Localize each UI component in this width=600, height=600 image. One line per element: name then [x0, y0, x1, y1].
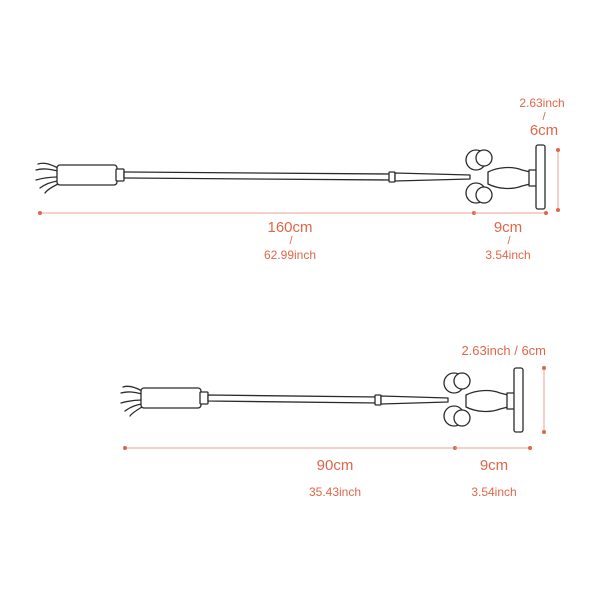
bottom-grabber-tool: [120, 367, 524, 433]
bottom-pole-joint: [374, 394, 382, 406]
top-height-inch: 2.63inch: [519, 96, 564, 110]
top-pole-end: [394, 172, 471, 182]
top-length-cm: 160cm: [267, 219, 312, 236]
top-pole-joint: [388, 171, 396, 183]
top-length-inch: 62.99inch: [264, 248, 316, 262]
bottom-grip: [140, 387, 202, 409]
bottom-handle-cm: 9cm: [480, 457, 508, 474]
bottom-length-cm: 90cm: [317, 457, 354, 474]
top-height-dimension: 2.63inch / 6cm: [519, 96, 565, 212]
top-handle-cm: 9cm: [494, 219, 522, 236]
top-ring-lower-right: [475, 186, 493, 204]
top-grip: [56, 164, 118, 186]
bottom-height-label: 2.63inch / 6cm: [461, 343, 546, 358]
top-collar: [115, 168, 125, 182]
bottom-handle-length-dimension: 9cm 3.54inch: [455, 446, 532, 499]
bottom-pole-end: [380, 395, 449, 405]
top-height-cm: 6cm: [530, 122, 558, 139]
top-pole: [123, 171, 393, 181]
bottom-handle-body: [465, 389, 509, 413]
top-ring-upper-right: [475, 149, 493, 167]
bottom-ring-upper-right: [453, 372, 471, 390]
bottom-length-inch: 35.43inch: [309, 485, 361, 499]
top-handle-separator: /: [507, 235, 511, 247]
top-grabber-tool: [35, 144, 546, 210]
top-handle-body: [487, 166, 531, 190]
top-length-dimension: 160cm / 62.99inch: [38, 211, 476, 262]
bottom-handle-inch: 3.54inch: [471, 485, 516, 499]
bottom-length-dimension: 90cm 35.43inch: [123, 446, 457, 499]
bottom-collar: [199, 391, 209, 405]
top-height-separator: /: [542, 111, 546, 123]
bottom-claw: [120, 385, 143, 417]
bottom-ring-lower-right: [453, 409, 471, 427]
top-handle-length-dimension: 9cm / 3.54inch: [474, 211, 548, 262]
bottom-pole: [207, 394, 379, 404]
bottom-height-dimension: 2.63inch / 6cm: [461, 343, 546, 434]
top-t-bar: [535, 144, 546, 210]
top-handle-inch: 3.54inch: [485, 248, 530, 262]
top-claw: [35, 162, 59, 194]
top-length-separator: /: [289, 235, 293, 247]
bottom-t-bar: [513, 367, 524, 433]
